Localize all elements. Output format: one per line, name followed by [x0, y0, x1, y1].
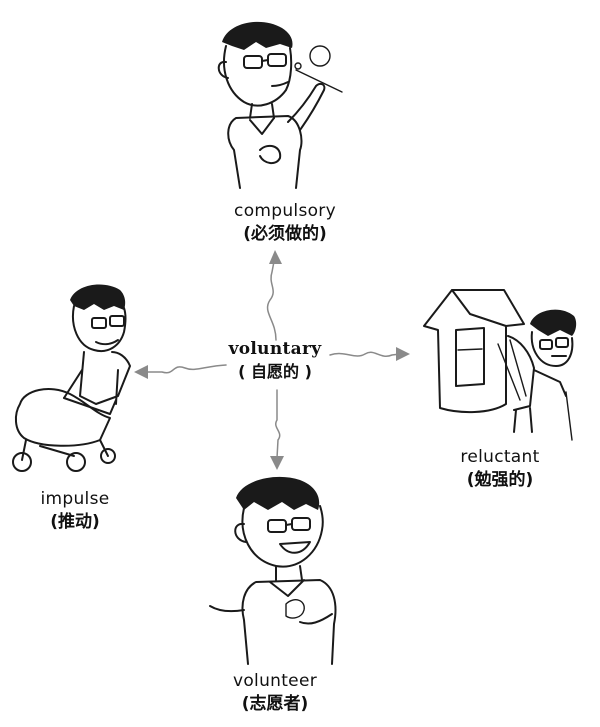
- arrow-to-compulsory: [266, 250, 282, 341]
- center-word-english: voluntary: [228, 339, 322, 359]
- arrow-to-volunteer: [270, 389, 284, 470]
- impulse-label: impulse (推动): [0, 489, 150, 532]
- compulsory-english: compulsory: [234, 201, 336, 221]
- impulse-english: impulse: [40, 489, 110, 509]
- compulsory-label: compulsory (必须做的): [200, 201, 370, 244]
- center-word-chinese: ( 自愿的 ): [238, 361, 312, 381]
- volunteer-chinese: (志愿者): [241, 693, 309, 714]
- volunteer-label: volunteer (志愿者): [200, 671, 350, 714]
- compulsory-chinese: (必须做的): [243, 223, 327, 244]
- arrow-to-impulse: [134, 364, 227, 379]
- volunteer-illustration: [209, 476, 337, 665]
- reluctant-english: reluctant: [460, 447, 540, 467]
- arrow-to-reluctant: [329, 347, 410, 361]
- impulse-illustration: [12, 284, 131, 472]
- compulsory-illustration: [217, 21, 343, 189]
- reluctant-chinese: (勉强的): [466, 469, 534, 490]
- volunteer-english: volunteer: [232, 671, 317, 691]
- center-word-label: voluntary ( 自愿的 ): [200, 339, 350, 381]
- impulse-chinese: (推动): [50, 511, 100, 532]
- reluctant-label: reluctant (勉强的): [430, 447, 570, 490]
- reluctant-illustration: [423, 289, 577, 441]
